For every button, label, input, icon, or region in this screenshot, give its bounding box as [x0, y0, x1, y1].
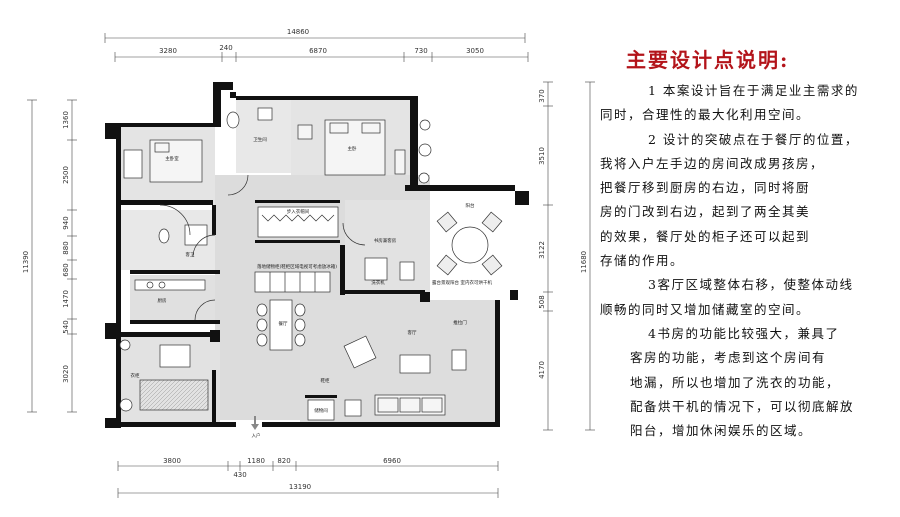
- notes-line: 顺畅的同时又增加储藏室的空间。: [600, 301, 811, 317]
- notes-line: 阳台，增加休闲娱乐的区域。: [630, 423, 813, 439]
- room-label-cabinet-note: 落地储物柜(鞋柜区域电视可考虑放冰箱): [257, 263, 337, 270]
- dim-left-seg-4: 880: [62, 241, 70, 254]
- notes-line: 同时，合理性的最大化利用空间。: [600, 107, 811, 123]
- walls: [105, 82, 529, 428]
- room-label-washer: 洗衣机: [371, 279, 385, 286]
- design-notes: 主要设计点说明: 1 本案设计旨在于满足业主需求的 同时，合理性的最大化利用空间…: [600, 44, 896, 443]
- dim-left-seg-8: 3020: [62, 365, 70, 383]
- room-label-sliding: 推拉门: [453, 319, 467, 326]
- room-label-kitchen: 厨房: [158, 297, 167, 304]
- dim-left-seg-2: 2500: [62, 166, 70, 184]
- furniture: [119, 107, 503, 430]
- notes-line: 1 本案设计旨在于满足业主需求的: [648, 83, 859, 98]
- room-label-entry: 入户: [252, 432, 261, 439]
- notes-line: 配备烘干机的情况下，可以彻底解放: [630, 398, 855, 414]
- dim-bottom-seg-3: 820: [277, 457, 290, 465]
- dim-top-total: 14860: [287, 28, 309, 36]
- notes-line: 4书房的功能比较强大，兼具了: [648, 325, 840, 341]
- dim-bottom-seg-1: 3800: [163, 457, 181, 465]
- dim-right-seg-1: 370: [538, 89, 546, 102]
- room-label-study: 书房兼客房: [374, 237, 397, 244]
- dim-left-seg-3: 940: [62, 216, 70, 229]
- dim-left-total: 11390: [22, 251, 30, 273]
- room-label-closet: 步入衣帽间: [287, 208, 310, 215]
- dim-bottom-small: 430: [233, 471, 246, 479]
- notes-line: 房的门改到右边，起到了两全其美: [600, 204, 811, 220]
- room-label-boys-room: 主卧室: [165, 155, 179, 162]
- dim-top-seg-5: 3050: [466, 47, 484, 55]
- room-label-bath2: 客卫: [186, 251, 195, 258]
- room-label-master: 主卧: [348, 145, 357, 152]
- top-dimensions: [104, 33, 529, 62]
- notes-line: 客房的功能，考虑到这个房间有: [630, 350, 827, 366]
- dim-left-seg-5: 680: [62, 263, 70, 276]
- dim-left-seg-6: 1470: [62, 290, 70, 308]
- dim-bottom-seg-4: 6960: [383, 457, 401, 465]
- dim-bottom-seg-2: 1180: [247, 457, 265, 465]
- room-label-balcony: 阳台: [466, 202, 475, 209]
- room-label-living: 客厅: [408, 329, 417, 336]
- dim-right-total: 11680: [580, 251, 588, 273]
- dim-top-seg-3: 6870: [309, 47, 327, 55]
- room-label-shoe: 鞋柜: [321, 377, 330, 384]
- room-label-bath: 卫生间: [253, 136, 267, 143]
- notes-title: 主要设计点说明:: [626, 48, 790, 72]
- room-label-balcony-note: 露台景观阳台 室内衣可烘干机: [432, 279, 492, 286]
- notes-line: 存储的作用。: [600, 253, 685, 269]
- notes-line: 地漏，所以也增加了洗衣的功能，: [630, 374, 841, 390]
- dim-top-seg-4: 730: [414, 47, 427, 55]
- room-label-storage: 储物间: [314, 407, 328, 414]
- dim-right-seg-2: 3510: [538, 147, 546, 165]
- dim-left-seg-7: 540: [62, 320, 70, 333]
- notes-line: 把餐厅移到厨房的右边，同时将厨: [600, 180, 811, 196]
- bottom-dimensions: [117, 461, 499, 498]
- dim-right-seg-3: 3122: [538, 241, 546, 259]
- floor-plan: 14860 3280 240 6870 730 3050 3800 1180 8…: [22, 28, 595, 498]
- notes-line: 我将入户左手边的房间改成男孩房，: [600, 155, 825, 171]
- notes-line: 3客厅区域整体右移，使整体动线: [648, 277, 854, 293]
- room-label-closet-small: 衣柜: [131, 372, 140, 379]
- dim-right-seg-5: 4170: [538, 361, 546, 379]
- dim-top-seg-2: 240: [219, 44, 232, 52]
- dim-left-seg-1: 1360: [62, 111, 70, 129]
- dim-bottom-total: 13190: [289, 483, 311, 491]
- dim-top-seg-1: 3280: [159, 47, 177, 55]
- right-dimensions: [543, 81, 595, 431]
- notes-line: 2 设计的突破点在于餐厅的位置，: [648, 131, 859, 147]
- notes-line: 的效果，餐厅处的柜子还可以起到: [600, 228, 811, 244]
- room-label-dining: 餐厅: [279, 320, 288, 327]
- dim-right-seg-4: 508: [538, 295, 546, 308]
- left-dimensions: [27, 99, 77, 413]
